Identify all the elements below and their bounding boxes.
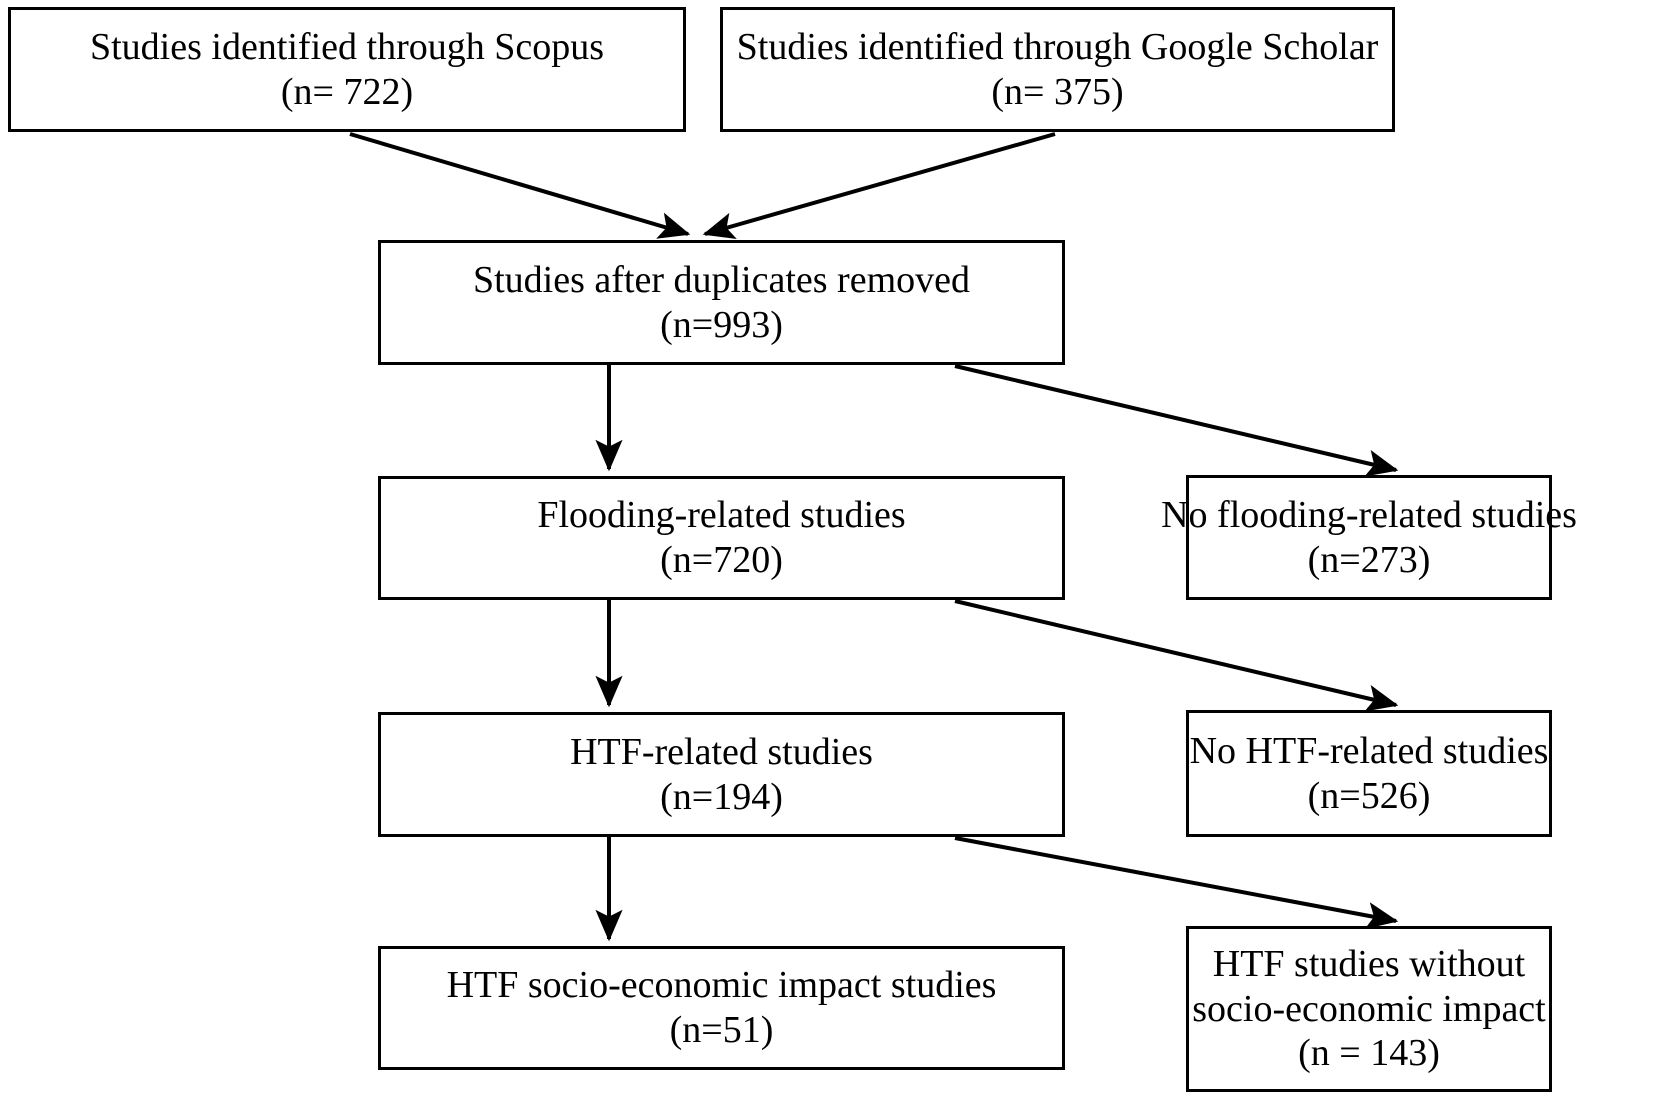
node-label: Studies after duplicates removed — [472, 258, 970, 301]
node-label: Studies identified through Google Schola… — [736, 25, 1379, 68]
node-studies-identified-scopus: Studies identified through Scopus (n= 72… — [8, 7, 686, 132]
node-htf-studies-without-socio-economic-impact: HTF studies without socio-economic impac… — [1186, 926, 1552, 1092]
node-label: Studies identified through Scopus — [89, 25, 605, 68]
node-label-line-1: HTF studies without — [1212, 942, 1526, 985]
edge-duplicates-to-no-flooding — [954, 364, 1399, 477]
edge-scopus-to-duplicates — [349, 132, 691, 239]
node-htf-socio-economic-impact-studies: HTF socio-economic impact studies (n=51) — [378, 946, 1065, 1070]
node-no-flooding-related-studies: No flooding-related studies (n=273) — [1161, 475, 1577, 600]
node-count: (n= 722) — [280, 70, 414, 113]
node-count: (n=273) — [1307, 538, 1431, 581]
node-count: (n=51) — [669, 1009, 774, 1051]
node-label: HTF-related studies — [570, 730, 873, 773]
node-count: (n = 143) — [1298, 1032, 1440, 1075]
node-label: No HTF-related studies — [1189, 729, 1549, 772]
node-count: (n=993) — [660, 303, 783, 346]
node-count: (n=526) — [1307, 774, 1431, 817]
node-studies-after-duplicates-removed: Studies after duplicates removed (n=993) — [378, 240, 1065, 365]
node-count: (n= 375) — [991, 70, 1124, 113]
node-flooding-related-studies: Flooding-related studies (n=720) — [378, 476, 1065, 600]
edge-scholar-to-duplicates — [702, 132, 1056, 240]
edge-htf-to-no-socio — [954, 836, 1399, 929]
node-label: No flooding-related studies — [1161, 493, 1577, 536]
edge-flooding-to-no-htf — [954, 599, 1399, 712]
node-label: HTF socio-economic impact studies — [446, 964, 997, 1007]
node-label: Flooding-related studies — [537, 494, 906, 537]
node-studies-identified-google-scholar: Studies identified through Google Schola… — [720, 7, 1395, 132]
node-label-line-2: socio-economic impact — [1192, 987, 1546, 1030]
node-count: (n=720) — [660, 539, 783, 581]
node-htf-related-studies: HTF-related studies (n=194) — [378, 712, 1065, 837]
node-no-htf-related-studies: No HTF-related studies (n=526) — [1186, 710, 1552, 837]
node-count: (n=194) — [660, 775, 783, 818]
